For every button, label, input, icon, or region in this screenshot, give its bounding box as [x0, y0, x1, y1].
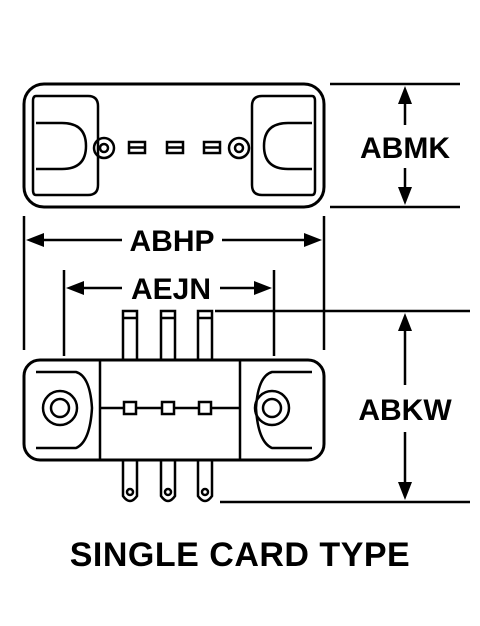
side-view-contact-3 [197, 400, 213, 416]
dimension-abhp: ABHP [22, 216, 326, 350]
side-view [22, 309, 326, 503]
side-view-hole-right-inner [261, 397, 283, 419]
side-view-contact-2 [160, 400, 176, 416]
side-view-contact-1 [122, 400, 138, 416]
side-view-pin-bottom-3 [196, 460, 214, 503]
top-view [22, 82, 326, 209]
top-view-outline [22, 82, 326, 209]
top-view-left-cap [31, 94, 100, 197]
top-view-hole-left [92, 136, 116, 160]
top-view-hole-right [227, 136, 251, 160]
dimension-label-abmk: ABMK [360, 132, 450, 165]
side-view-pin-top-2 [159, 309, 177, 360]
dimension-abkw: ABKW [215, 309, 470, 504]
side-view-hole-left [41, 389, 79, 427]
dimension-label-abhp: ABHP [129, 225, 214, 258]
dimension-abmk: ABMK [330, 82, 460, 209]
side-view-pin-bottom-1 [121, 460, 139, 503]
dimension-label-aejn: AEJN [131, 273, 211, 306]
top-view-left-slot [36, 121, 88, 171]
top-view-right-slot [262, 121, 312, 171]
side-view-pin-top-3 [196, 309, 214, 360]
side-view-left-flange [36, 370, 94, 450]
top-view-hole-right-inner [233, 142, 245, 154]
side-view-hole-right [253, 389, 291, 427]
diagram-caption: SINGLE CARD TYPE [70, 536, 410, 574]
dimension-aejn: AEJN [62, 270, 276, 356]
dimension-label-abkw: ABKW [358, 394, 452, 427]
side-view-pin-top-1 [121, 309, 139, 360]
top-view-hole-left-inner [98, 142, 110, 154]
side-view-hole-left-inner [49, 397, 71, 419]
top-view-right-cap [250, 94, 317, 197]
side-view-pin-bottom-2 [159, 460, 177, 503]
